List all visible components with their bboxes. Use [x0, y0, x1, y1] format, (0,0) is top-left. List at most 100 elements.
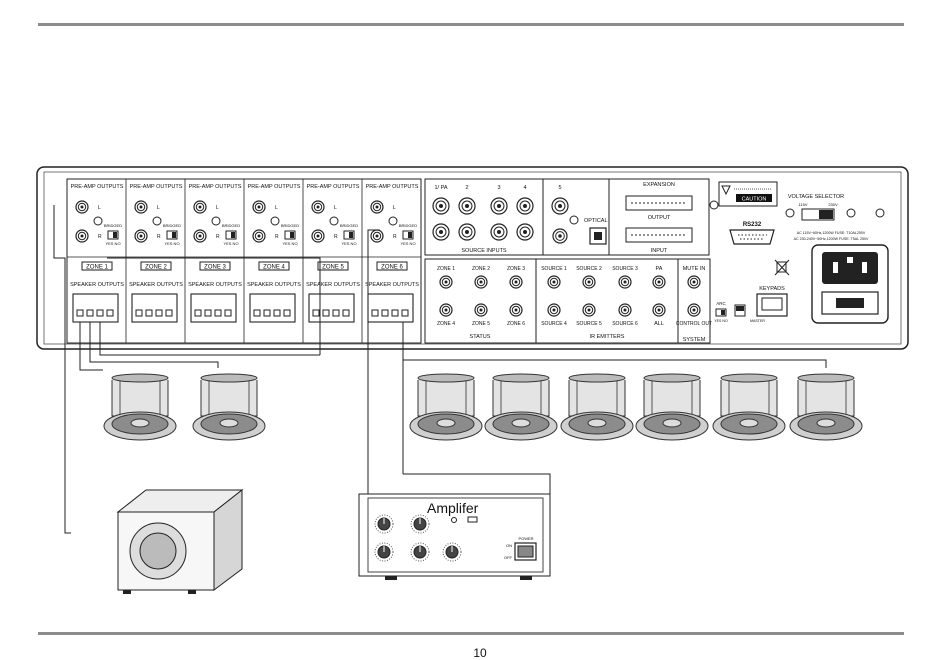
amplifier-title: Amplifer — [427, 500, 479, 516]
ceiling-speaker-top — [417, 373, 475, 383]
bridged-switch-knob — [172, 232, 176, 238]
speaker-terminal — [224, 309, 232, 317]
screw — [388, 216, 398, 226]
voltage-115: 115V — [798, 202, 807, 207]
bridged-switch-knob — [408, 232, 412, 238]
speaker-terminal — [273, 309, 281, 317]
caution-label: CAUTION — [742, 197, 767, 203]
power-section: CAUTION VOLTAGE SELECTOR 115V 230V RS232… — [709, 181, 889, 324]
preamp-outputs-label: PRE-AMP OUTPUTS — [130, 184, 183, 190]
ir-label: SOURCE 3 — [612, 266, 638, 272]
preamp-jack-l-ring — [136, 202, 146, 212]
ceiling-speaker-tweeter — [816, 418, 836, 428]
master-slave-knob — [736, 306, 744, 311]
status-jack-pin — [479, 308, 483, 312]
preamp-outputs-label: PRE-AMP OUTPUTS — [71, 184, 124, 190]
source-input-jack-l-ring — [461, 200, 473, 212]
zone-label-box — [258, 261, 290, 271]
preamp-jack-l-ring — [313, 202, 323, 212]
speaker-terminal-block — [367, 293, 414, 323]
preamp-jack-l-ring — [254, 202, 264, 212]
amplifier-knobs — [374, 514, 462, 562]
screw — [93, 216, 103, 226]
zone-label: ZONE 4 — [263, 265, 285, 271]
ir-jack-pin — [623, 308, 627, 312]
zone6-speaker-bus-wire — [402, 322, 827, 372]
speaker-terminal — [401, 309, 409, 317]
preamp-jack-l-ring — [372, 202, 382, 212]
source-input-jack-r-ring — [493, 226, 505, 238]
zone-label-box — [317, 261, 349, 271]
amplifier-foot-right — [520, 576, 532, 580]
panel-screw — [875, 208, 885, 218]
source-input-jack-r-pin — [497, 230, 501, 234]
zone-label-box — [376, 261, 408, 271]
speaker-terminal — [283, 309, 291, 317]
control-out-label: CONTROL OUT — [676, 321, 712, 327]
speaker-terminal — [371, 309, 379, 317]
speaker-terminal — [332, 309, 340, 317]
speaker-outputs-label: SPEAKER OUTPUTS — [129, 282, 183, 288]
control-out-jack-pin — [692, 308, 696, 312]
speaker-terminal — [214, 309, 222, 317]
zone1-speaker-wire-b — [89, 322, 219, 370]
amplifier-knob-scale — [410, 542, 430, 562]
speaker-terminal-block — [131, 293, 178, 323]
source-input-5-jack-pin — [558, 204, 562, 208]
top-rule — [38, 23, 904, 26]
expansion-title: EXPANSION — [643, 182, 675, 188]
status-jack-pin — [514, 280, 518, 284]
source-input-jack-r-pin — [523, 230, 527, 234]
status-jack-pin — [444, 280, 448, 284]
screw — [329, 216, 339, 226]
ac-inlet-pin-n — [862, 262, 867, 273]
bridged-label: BRIDGED — [281, 223, 299, 228]
ir-jack-ring — [549, 277, 559, 287]
channel-l-label: L — [275, 205, 278, 211]
source-input-jack-l-pin — [497, 204, 501, 208]
source-inputs-title: SOURCE INPUTS — [461, 248, 507, 254]
caution-screw — [785, 208, 795, 218]
preamp-jack-l-pin — [80, 205, 84, 209]
status-label: ZONE 2 — [472, 266, 490, 272]
preamp-jack-r-ring — [372, 231, 382, 241]
ir-jack-pin — [587, 308, 591, 312]
optical-port-inner — [594, 232, 602, 240]
source-input-label: 5 — [558, 185, 561, 191]
rs232-label: RS232 — [743, 222, 762, 228]
speaker-terminal — [381, 309, 389, 317]
status-jack-ring — [511, 305, 521, 315]
zone-label: ZONE 3 — [204, 265, 226, 271]
status-jack-ring — [441, 305, 451, 315]
preamp-jack-l-ring — [77, 202, 87, 212]
bridged-yes-no: YES NO — [164, 241, 179, 246]
ir-jack-ring — [620, 305, 630, 315]
bridged-label: BRIDGED — [399, 223, 417, 228]
bottom-rule — [38, 632, 904, 635]
speaker-terminal-block — [249, 293, 296, 323]
ceiling-speaker-top — [111, 373, 169, 383]
keypad-rj45-inner — [761, 297, 783, 311]
amplifier-power-label: POWER — [518, 536, 533, 541]
speaker-terminal — [86, 309, 94, 317]
bridged-label: BRIDGED — [340, 223, 358, 228]
voltage-title: VOLTAGE SELECTOR — [788, 194, 844, 200]
warning-triangle-icon — [721, 185, 731, 196]
channel-r-label: R — [216, 234, 220, 240]
ceiling-speaker-tweeter — [511, 418, 531, 428]
preamp-jack-l-pin — [198, 205, 202, 209]
preamp-outputs-label: PRE-AMP OUTPUTS — [307, 184, 360, 190]
ir-label: SOURCE 5 — [576, 321, 602, 327]
rs232-port — [729, 229, 775, 245]
ir-title: IR EMITTERS — [590, 334, 625, 340]
keypads-label: KEYPADS — [759, 286, 785, 292]
control-out-jack-ring — [689, 305, 699, 315]
channel-r-label: R — [334, 234, 338, 240]
preamp-jack-r-ring — [313, 231, 323, 241]
ceiling-speaker-top — [643, 373, 701, 383]
bridged-switch-knob — [231, 232, 235, 238]
preamp-outputs-label: PRE-AMP OUTPUTS — [248, 184, 301, 190]
